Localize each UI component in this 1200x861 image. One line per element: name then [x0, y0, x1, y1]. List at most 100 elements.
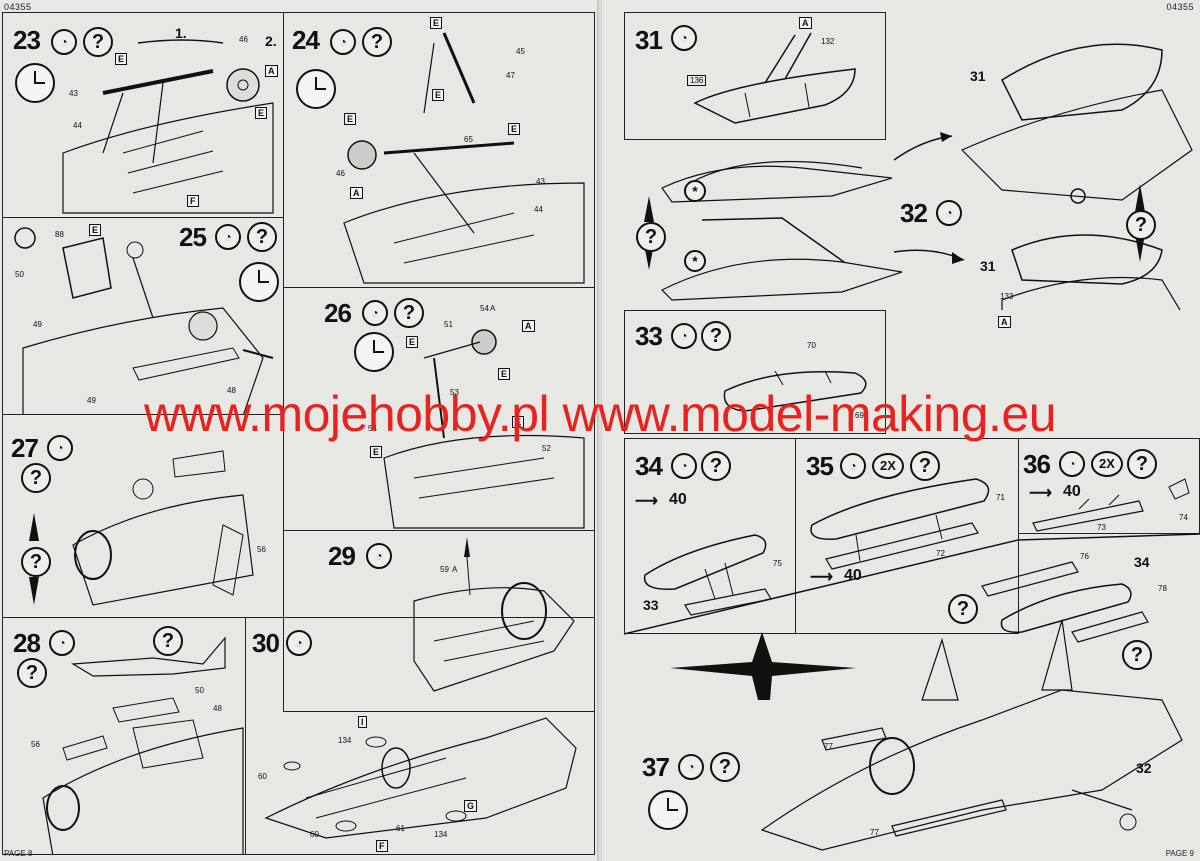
arrow-target: 40 — [1063, 483, 1081, 500]
paint-tag: E — [508, 123, 521, 135]
arrow-forward: ⟶ — [1029, 485, 1052, 502]
part-number: 50 — [15, 270, 24, 279]
glue-icon: ◔ — [366, 543, 392, 569]
part-number: 44 — [534, 205, 543, 214]
glue-icon: ◔ — [840, 453, 866, 479]
step-number: 31 — [635, 25, 663, 55]
paint-tag: I — [358, 716, 367, 728]
part-number: 78 — [1158, 584, 1167, 593]
part-number: 54 — [368, 424, 377, 433]
canopy-sequence-drawing — [644, 43, 1193, 310]
part-number: 132 — [821, 37, 835, 46]
paint-tag: E — [370, 446, 383, 458]
arrow-target: 40 — [669, 491, 687, 508]
help-icon: ? — [1126, 210, 1156, 240]
part-number: 60 — [258, 772, 267, 781]
step-31-panel: 31 ◔ A 132 136 — [624, 12, 886, 140]
left-page: 04355 PAGE 8 23 ◔ ? 1. 2. 46 43 44 E A E… — [0, 0, 598, 861]
asterisk-icon: * — [684, 250, 706, 272]
part-number: 56 — [257, 545, 266, 554]
step-number: 33 — [635, 321, 663, 351]
part-number: 70 — [807, 341, 816, 350]
part-number: 133 — [1000, 292, 1014, 301]
paint-tag: E — [430, 17, 443, 29]
step-number: 28 — [13, 628, 41, 658]
step-23-panel: 23 ◔ ? 1. 2. 46 43 44 E A E F — [2, 12, 284, 218]
step-27-panel: 27 ◔ ? ? 56 — [2, 414, 284, 618]
glue-icon: ◔ — [1059, 451, 1085, 477]
multiplier-badge: 2X — [872, 453, 904, 479]
part-number: 45 — [516, 47, 525, 56]
part-number: 65 — [464, 135, 473, 144]
part-number: 43 — [69, 89, 78, 98]
step-33-drawing — [723, 370, 867, 412]
callout-31: 31 — [980, 258, 996, 274]
clock-icon — [354, 332, 394, 372]
step-number: 30 — [252, 628, 280, 658]
part-number: 54 — [480, 304, 489, 313]
step-25-panel: 25 ◔ ? 88 50 49 49 48 E * — [2, 217, 284, 415]
part-suffix: A — [452, 565, 458, 574]
multiplier-badge: 2X — [1091, 451, 1123, 477]
arrow-forward: ⟶ — [635, 493, 658, 510]
step-number: 32 — [900, 198, 928, 228]
clock-icon — [239, 262, 279, 302]
glue-icon: ◔ — [671, 453, 697, 479]
part-number: 134 — [338, 736, 352, 745]
help-icon: ? — [362, 27, 392, 57]
part-number: 52 — [542, 444, 551, 453]
part-number: 43 — [536, 177, 545, 186]
part-number: 72 — [936, 549, 945, 558]
help-icon: ? — [1127, 449, 1157, 479]
step-27-drawing — [29, 450, 254, 606]
step-29-drawing — [413, 537, 575, 692]
help-icon: ? — [21, 463, 51, 493]
part-number: 50 — [195, 686, 204, 695]
part-number: 71 — [996, 493, 1005, 502]
step-36-panel: 36 ◔ 2X ? ⟶ 40 73 74 — [1018, 438, 1200, 534]
glue-icon: ◔ — [286, 630, 312, 656]
help-icon: ? — [153, 626, 183, 656]
page-code: 04355 — [4, 2, 32, 12]
paint-tag: G — [464, 800, 478, 812]
callout-32: 32 — [1136, 760, 1152, 776]
glue-icon: ◔ — [362, 300, 388, 326]
part-number: 44 — [73, 121, 82, 130]
clock-icon — [15, 63, 55, 103]
glue-icon: ◔ — [936, 200, 962, 226]
step-28-drawing — [42, 636, 244, 854]
step-36-drawing — [1032, 478, 1190, 532]
step-number: 23 — [13, 25, 41, 55]
glue-icon: ◔ — [671, 25, 697, 51]
help-icon: ? — [17, 658, 47, 688]
part-number: 69 — [855, 411, 864, 420]
help-icon: ? — [701, 451, 731, 481]
right-page: 04355 PAGE 9 31 ◔ A 132 136 * * ? — [602, 0, 1200, 861]
step-37-drawing — [623, 533, 1200, 851]
help-icon: ? — [394, 298, 424, 328]
step-24-panel: 24 ◔ ? 45 47 65 46 43 44 E E E E A — [283, 12, 595, 288]
paint-tag: E — [344, 113, 357, 125]
part-number: 56 — [31, 740, 40, 749]
arrow-forward: ⟶ — [810, 569, 833, 586]
sub-step-1: 1. — [175, 25, 187, 41]
step-34-panel: 34 ◔ ? ⟶ 40 75 33 — [624, 438, 796, 634]
step-25-drawing — [14, 227, 274, 414]
paint-tag: E — [406, 336, 419, 348]
step-number: 36 — [1023, 449, 1051, 479]
part-number: 48 — [227, 386, 236, 395]
paint-tag: F — [376, 840, 388, 852]
callout-33: 33 — [643, 597, 659, 613]
clock-icon — [296, 69, 336, 109]
step-number: 27 — [11, 433, 39, 463]
page-number: PAGE 8 — [4, 849, 33, 858]
part-number: 75 — [773, 559, 782, 568]
step-33-panel: 33 ◔ ? 70 69 — [624, 310, 886, 434]
help-icon: ? — [247, 222, 277, 252]
help-icon: ? — [636, 222, 666, 252]
paint-tag: E — [432, 89, 445, 101]
glue-icon: ◔ — [49, 630, 75, 656]
page-fold — [597, 0, 603, 861]
part-number: 136 — [687, 75, 707, 86]
paint-tag: F — [187, 195, 199, 207]
